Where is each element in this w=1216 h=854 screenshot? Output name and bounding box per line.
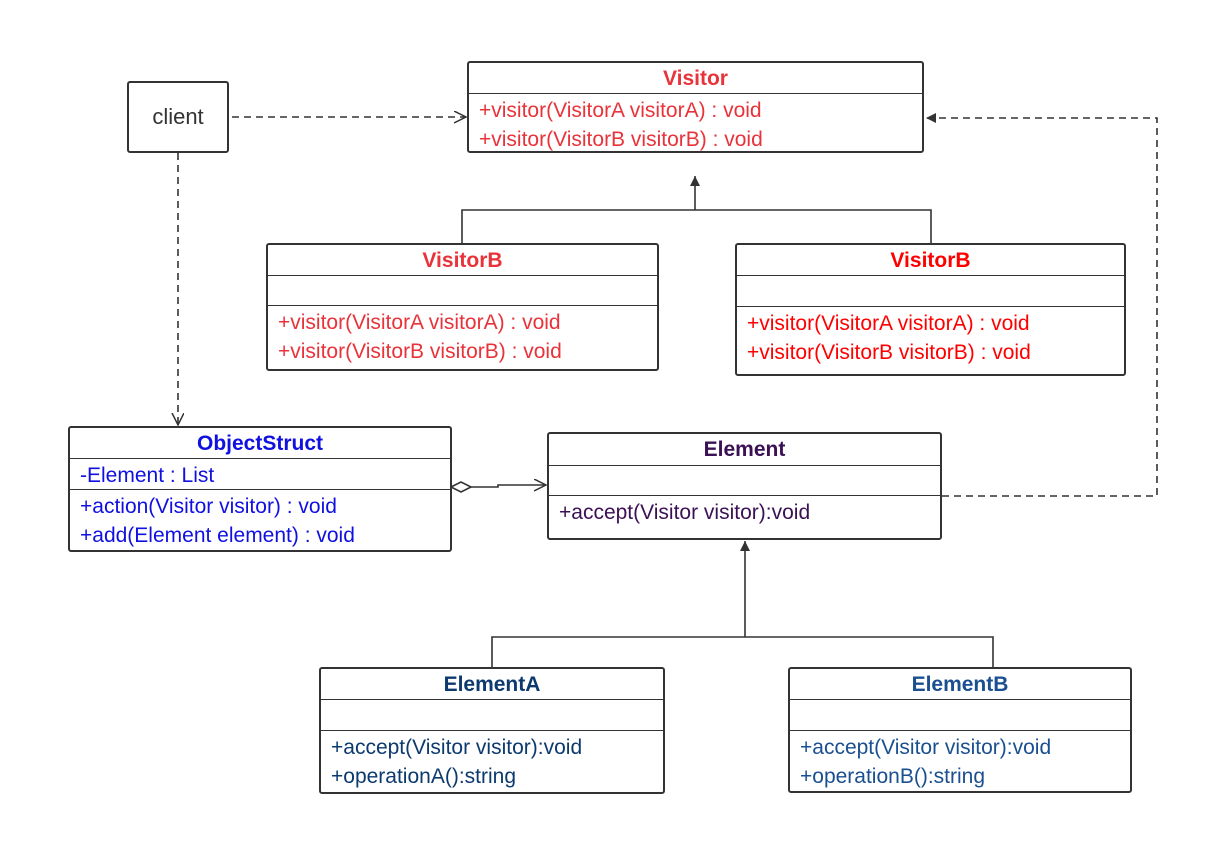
element-b-method: +accept(Visitor visitor):void	[800, 736, 1052, 759]
visitor-right-method: +visitor(VisitorA visitorA) : void	[747, 312, 1030, 335]
element-generalization-tree	[491, 541, 994, 667]
element-a-method: +operationA():string	[331, 765, 517, 788]
visitor-right-method: +visitor(VisitorB visitorB) : void	[747, 341, 1031, 364]
visitor-right-attributes	[737, 275, 1124, 306]
visitor-right-class-name: VisitorB	[890, 249, 971, 272]
objectstruct-attribute: -Element : List	[80, 464, 215, 487]
objectstruct-class-name: ObjectStruct	[196, 432, 324, 455]
element-a-class: ElementA +accept(Visitor visitor):void +…	[319, 667, 665, 794]
client-label: client	[152, 104, 204, 129]
objectstruct-class: ObjectStruct -Element : List +action(Vis…	[68, 426, 452, 552]
visitor-method: +visitor(VisitorB visitorB) : void	[479, 128, 763, 151]
element-b-attributes	[790, 699, 1130, 730]
visitor-generalization-tree	[461, 176, 932, 243]
objectstruct-to-element-aggregation	[471, 485, 546, 487]
objectstruct-attributes: -Element : List	[70, 458, 450, 489]
visitor-left-methods: +visitor(VisitorA visitorA) : void +visi…	[268, 305, 657, 369]
visitor-left-class: VisitorB +visitor(VisitorA visitorA) : v…	[266, 243, 659, 371]
element-a-methods: +accept(Visitor visitor):void +operation…	[321, 730, 663, 792]
element-b-class: ElementB +accept(Visitor visitor):void +…	[788, 667, 1132, 793]
element-to-visitor-dependency	[926, 113, 1158, 497]
visitor-left-method: +visitor(VisitorA visitorA) : void	[278, 311, 561, 334]
element-b-method: +operationB():string	[800, 765, 986, 788]
objectstruct-method: +add(Element element) : void	[80, 524, 355, 547]
element-method: +accept(Visitor visitor):void	[559, 501, 811, 524]
visitor-left-method: +visitor(VisitorB visitorB) : void	[278, 340, 562, 363]
element-b-class-name: ElementB	[911, 673, 1009, 696]
visitor-left-class-name: VisitorB	[422, 249, 503, 272]
objectstruct-aggregation-diamond	[449, 481, 473, 493]
element-b-methods: +accept(Visitor visitor):void +operation…	[790, 730, 1130, 791]
visitor-left-attributes	[268, 275, 657, 305]
visitor-class: Visitor +visitor(VisitorA visitorA) : vo…	[467, 61, 924, 153]
objectstruct-methods: +action(Visitor visitor) : void +add(Ele…	[70, 489, 450, 550]
objectstruct-method: +action(Visitor visitor) : void	[80, 495, 337, 518]
visitor-method: +visitor(VisitorA visitorA) : void	[479, 99, 762, 122]
element-a-attributes	[321, 699, 663, 730]
visitor-class-name: Visitor	[663, 67, 728, 90]
element-a-class-name: ElementA	[443, 673, 541, 696]
visitor-methods: +visitor(VisitorA visitorA) : void +visi…	[469, 93, 922, 151]
element-methods: +accept(Visitor visitor):void	[549, 495, 940, 538]
client-node: client	[127, 81, 229, 153]
element-a-method: +accept(Visitor visitor):void	[331, 736, 583, 759]
element-class: Element +accept(Visitor visitor):void	[547, 432, 942, 540]
element-attributes	[549, 465, 940, 495]
element-class-name: Element	[703, 438, 786, 461]
visitor-right-methods: +visitor(VisitorA visitorA) : void +visi…	[737, 306, 1124, 374]
visitor-right-class: VisitorB +visitor(VisitorA visitorA) : v…	[735, 243, 1126, 376]
